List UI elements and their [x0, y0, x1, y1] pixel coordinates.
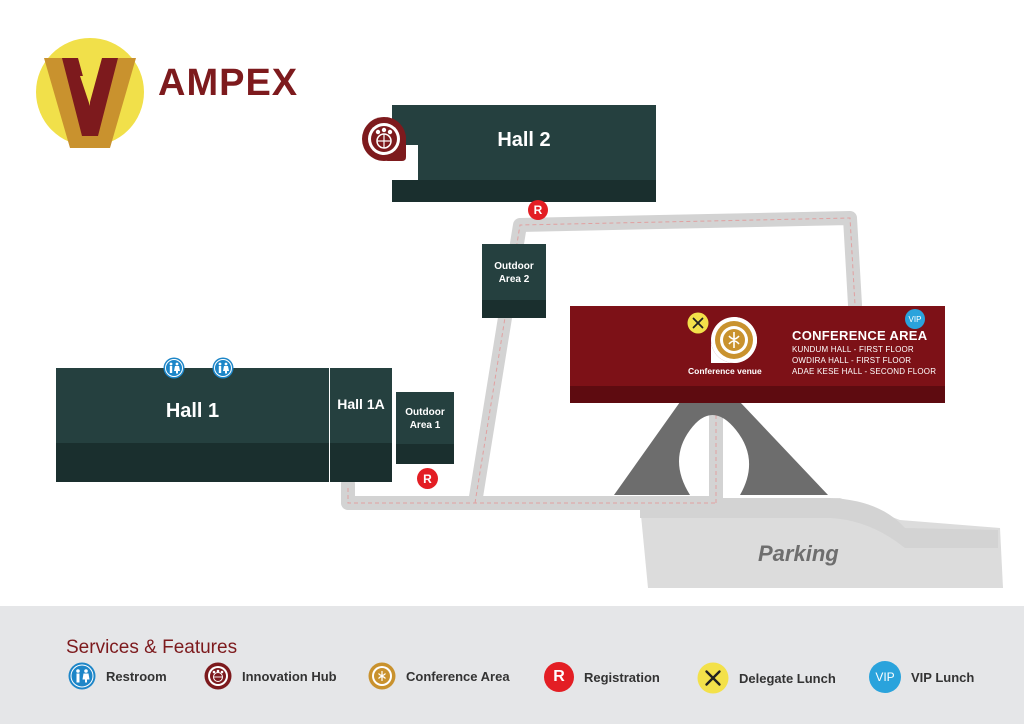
hall-2-side [392, 180, 656, 202]
conference-top [570, 306, 945, 386]
hall-1a-top [330, 368, 392, 443]
delegate-lunch-marker[interactable] [687, 312, 709, 334]
legend-label-registration: Registration [584, 669, 660, 685]
vip-lunch-icon: VIP [869, 661, 901, 693]
legend-label-restroom: Restroom [106, 668, 167, 684]
legend-item-registration[interactable]: R Registration [544, 662, 660, 692]
parking-area [640, 498, 1003, 588]
outdoor-area-2[interactable]: Outdoor Area 2 [482, 244, 546, 318]
hall-1a-side [330, 443, 392, 482]
restroom-icon [68, 662, 96, 690]
hall-1a-label: Hall 1A [337, 396, 385, 412]
restroom-marker-1[interactable] [163, 357, 185, 379]
legend-label-delegate-lunch: Delegate Lunch [739, 670, 836, 686]
legend-title: Services & Features [66, 637, 238, 658]
outdoor-area-2-line2: Area 2 [498, 274, 530, 285]
conference-area-legend-icon [368, 662, 396, 690]
legend-item-delegate-lunch[interactable]: Delegate Lunch [697, 662, 836, 694]
parking-road [640, 498, 998, 548]
hall-1[interactable]: Hall 1 [56, 368, 329, 482]
legend-label-conference-area: Conference Area [406, 668, 510, 684]
hall-1-label: Hall 1 [165, 400, 220, 422]
conference-title: CONFERENCE AREA [792, 328, 928, 343]
legend-label-innovation-hub: Innovation Hub [242, 668, 337, 684]
conference-floor-2: OWDIRA HALL - FIRST FLOOR [792, 356, 912, 365]
legend-label-vip-lunch: VIP Lunch [911, 669, 975, 685]
outdoor-area-1-top [396, 392, 454, 444]
outdoor-area-1-line2: Area 1 [409, 420, 441, 431]
innovation-hub-marker[interactable] [360, 115, 414, 165]
conference-floor-3: ADAE KESE HALL - SECOND FLOOR [792, 367, 937, 376]
outdoor-area-1-side [396, 444, 454, 464]
hall-1-side [56, 443, 329, 482]
outdoor-area-2-label: Outdoor Area 2 [482, 260, 546, 286]
legend-item-restroom[interactable]: Restroom [68, 662, 167, 690]
conference-floor-1: KUNDUM HALL - FIRST FLOOR [792, 345, 914, 354]
conference-ramp [614, 402, 828, 495]
conference-venue-label: Conference venue [688, 366, 762, 376]
registration-marker-hall-1[interactable]: R [417, 468, 438, 489]
wampex-logo-mark [36, 38, 144, 148]
legend-panel [0, 606, 1024, 724]
outdoor-area-2-top [482, 244, 546, 300]
outdoor-area-1[interactable]: Outdoor Area 1 [396, 392, 454, 464]
parking-label: Parking [758, 541, 839, 566]
hall-1-top [56, 368, 329, 443]
vip-lunch-marker[interactable]: VIP [905, 309, 925, 329]
outdoor-area-2-line1: Outdoor [494, 261, 534, 272]
conference-area-icon[interactable] [710, 316, 764, 366]
map-background [341, 211, 1003, 588]
legend-item-innovation-hub[interactable]: Innovation Hub [204, 662, 337, 690]
hall-2-label: Hall 2 [497, 129, 551, 151]
legend-item-conference-area[interactable]: Conference Area [368, 662, 510, 690]
hall-2-top [392, 105, 656, 180]
hall-2[interactable]: Hall 2 [392, 105, 656, 202]
restroom-marker-2[interactable] [212, 357, 234, 379]
innovation-hub-icon [204, 662, 232, 690]
registration-marker-hall-2[interactable]: R [528, 200, 548, 220]
registration-icon: R [544, 662, 574, 692]
outdoor-area-1-label: Outdoor Area 1 [396, 406, 454, 432]
logo-text: AMPEX [158, 62, 299, 104]
conference-area[interactable] [570, 306, 945, 403]
delegate-lunch-icon [697, 662, 729, 694]
walkway-centerline [347, 217, 856, 504]
outdoor-area-2-side [482, 300, 546, 318]
outdoor-area-1-line1: Outdoor [405, 407, 445, 418]
hall-1a[interactable]: Hall 1A [330, 368, 392, 482]
conference-side [570, 386, 945, 403]
legend-item-vip-lunch[interactable]: VIP VIP Lunch [869, 661, 974, 693]
